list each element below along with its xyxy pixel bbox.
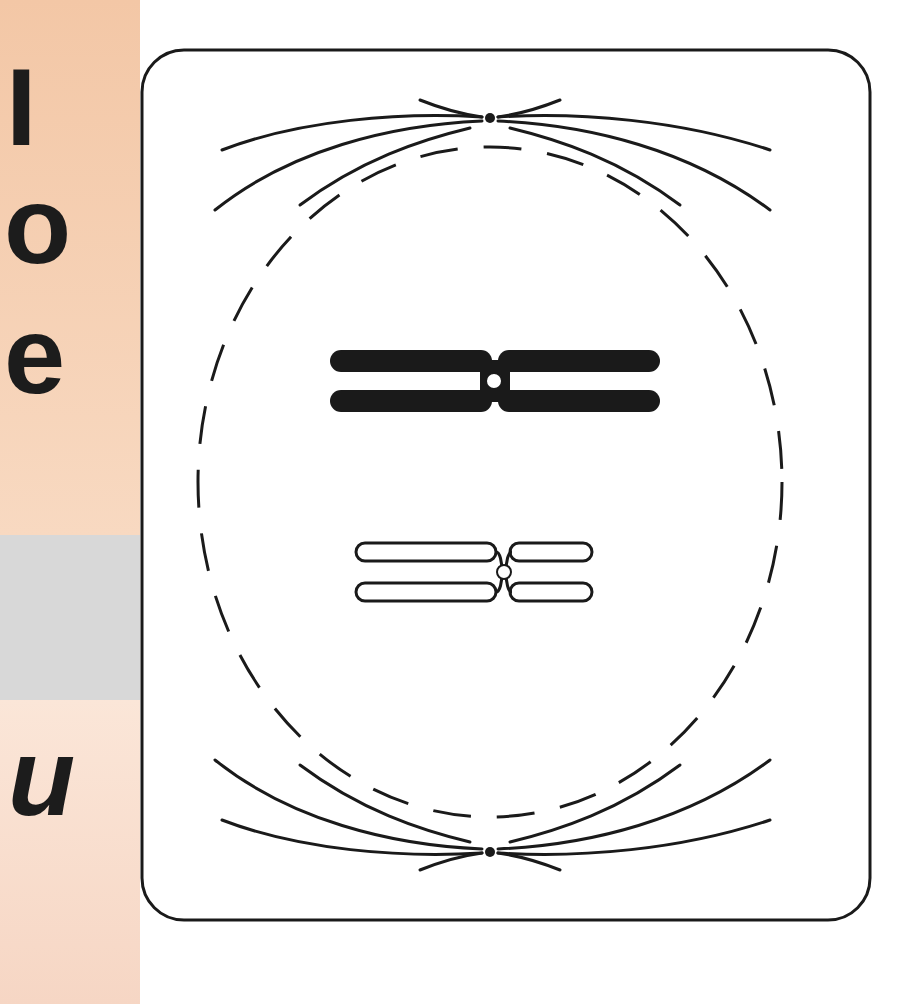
slide-title-fragment: u (8, 722, 75, 832)
dark-chromosome (330, 350, 660, 412)
centromere (486, 373, 502, 389)
slide-title-fragment: I (6, 52, 37, 162)
nuclear-envelope (198, 147, 782, 817)
top-pole (485, 113, 495, 123)
cell-outline (142, 50, 870, 920)
slide-title-fragment: e (4, 300, 65, 410)
white-panel (140, 0, 923, 1004)
spindle-bottom (215, 760, 770, 870)
light-chromosome (356, 543, 592, 601)
slide-title-fragment: o (4, 170, 71, 280)
centromere (497, 565, 511, 579)
spindle-top (215, 100, 770, 210)
bottom-pole (485, 847, 495, 857)
